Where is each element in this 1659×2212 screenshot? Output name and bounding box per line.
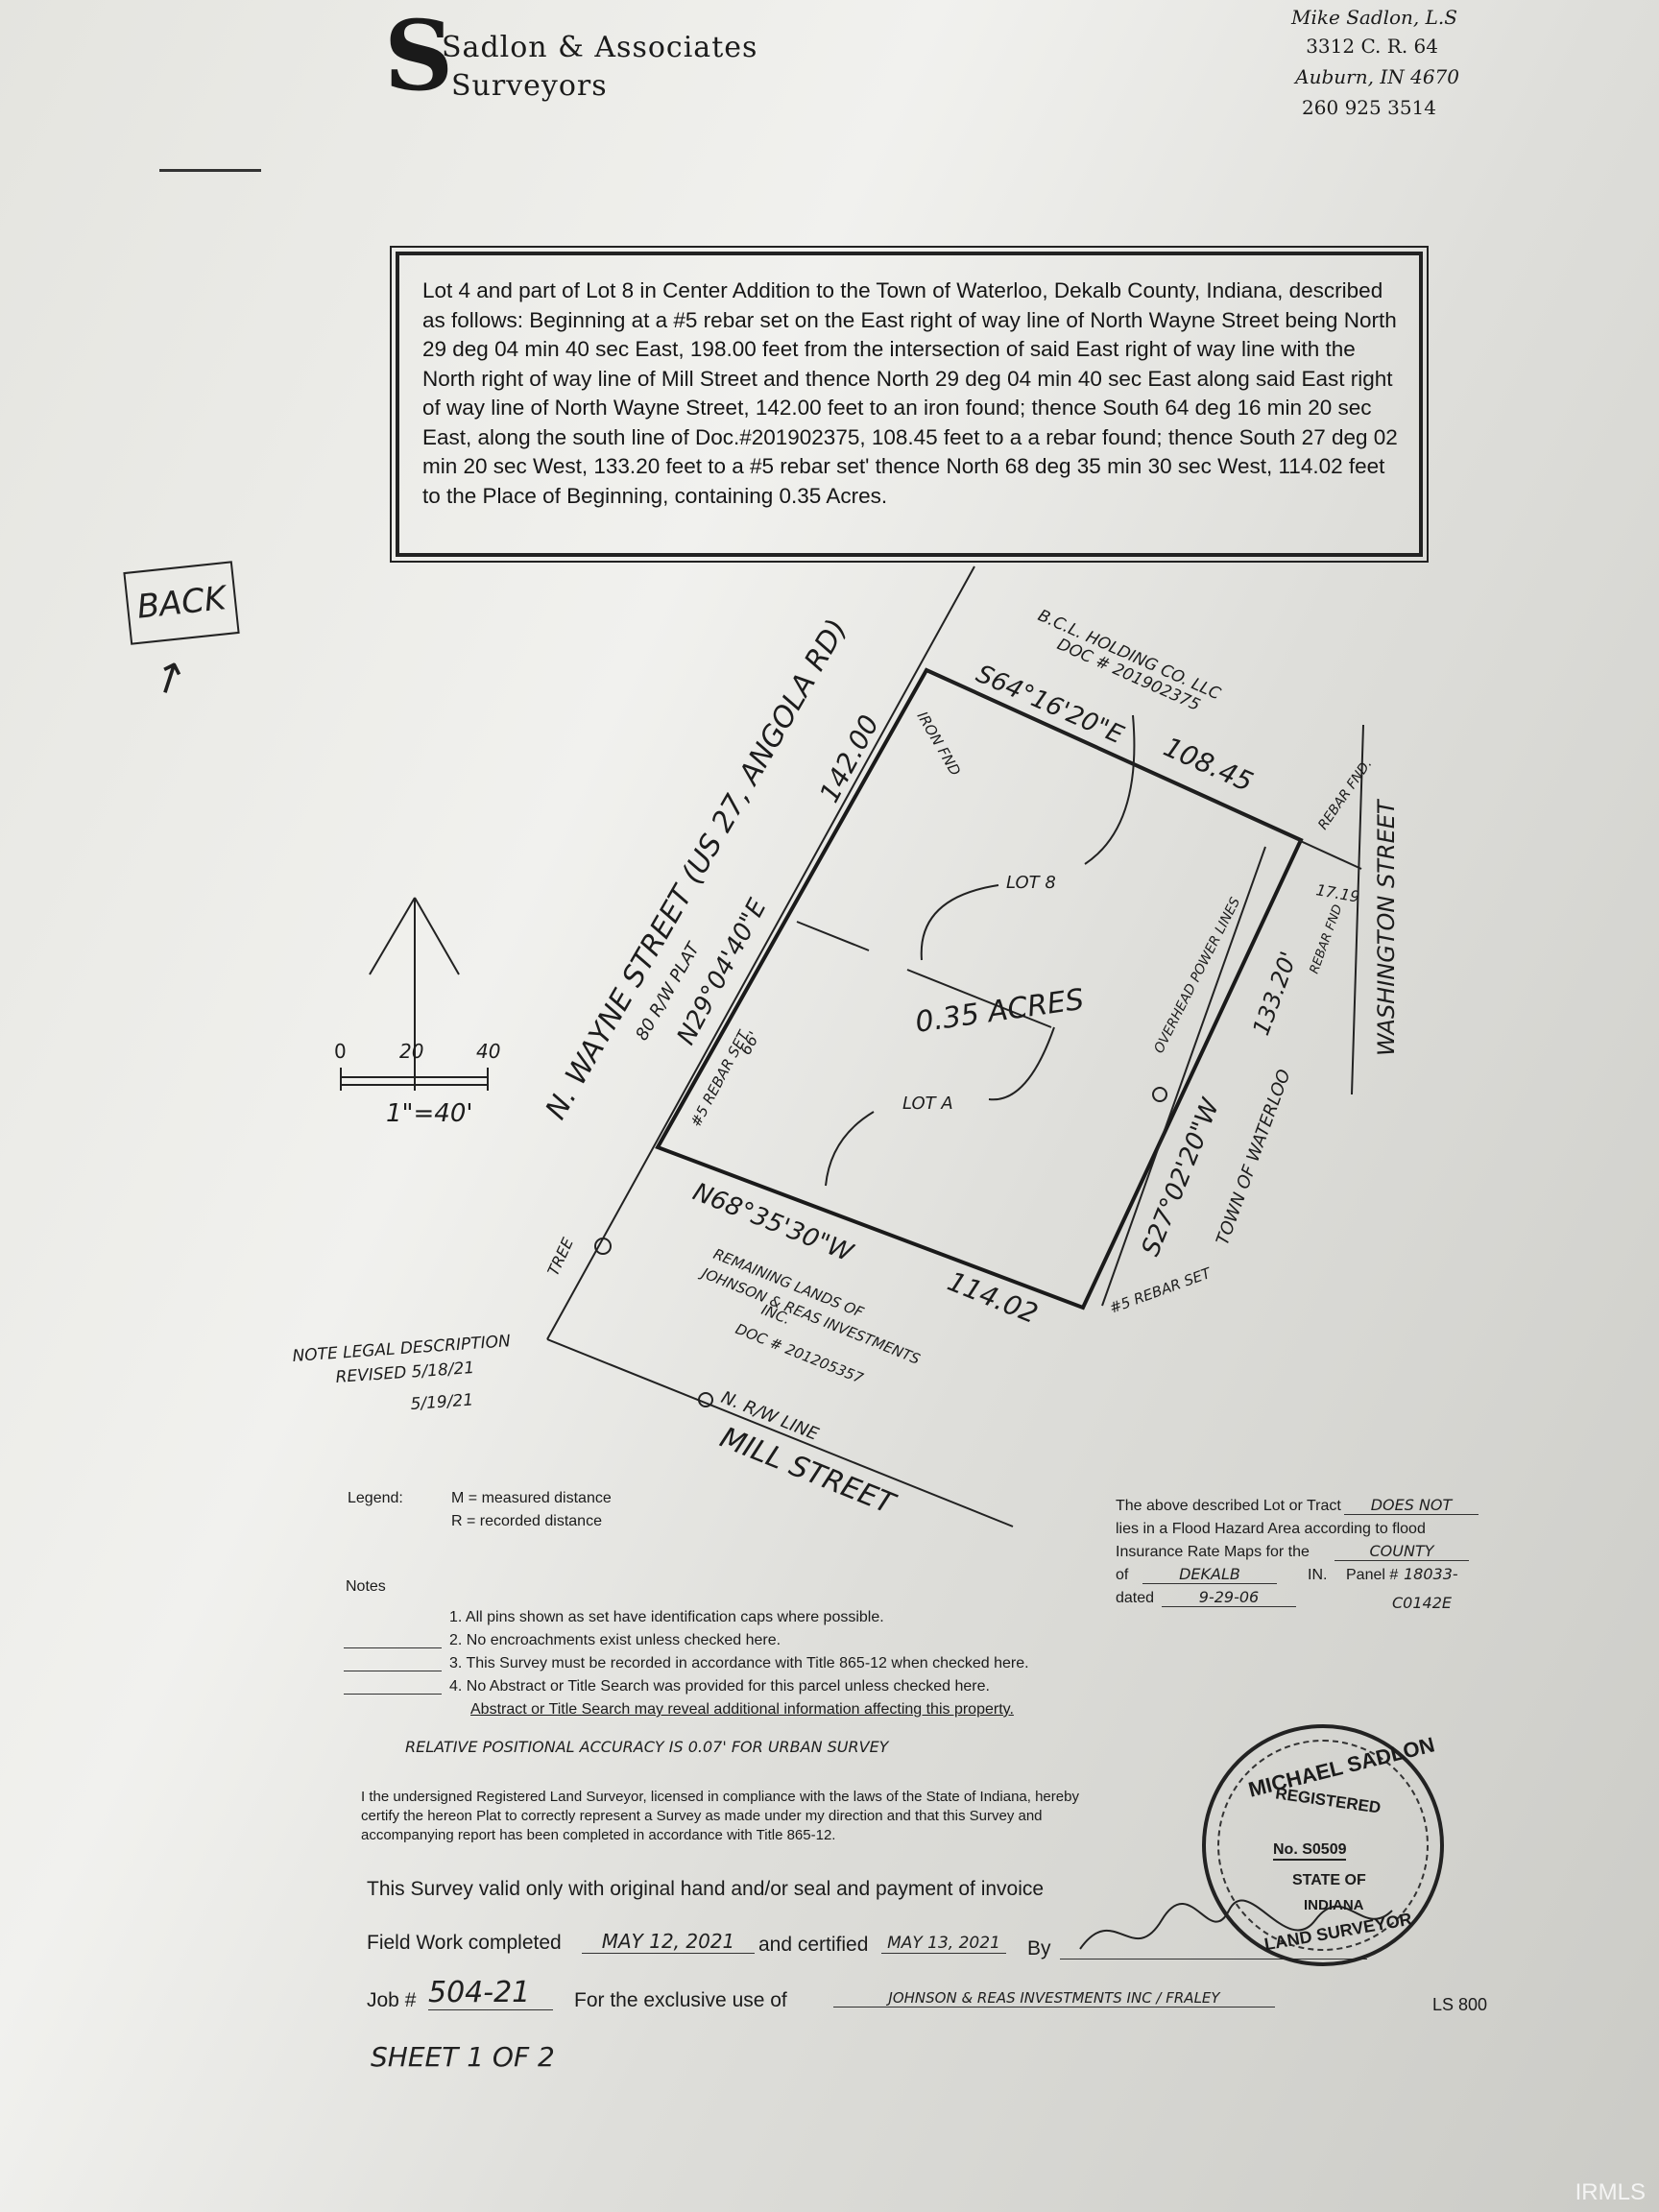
flood-county: DEKALB bbox=[1142, 1565, 1277, 1584]
flood-line-3: Insurance Rate Maps for the bbox=[1116, 1544, 1310, 1560]
firm-street: 3312 C. R. 64 bbox=[1306, 35, 1438, 58]
scale-bar bbox=[340, 1068, 489, 1091]
note-3: 3. This Survey must be recorded in accor… bbox=[449, 1655, 1029, 1671]
note-1: 1. All pins shown as set have identifica… bbox=[449, 1609, 884, 1625]
area-label: 0.35 ACRES bbox=[913, 983, 1086, 1040]
firm-city: Auburn, IN 4670 bbox=[1295, 65, 1459, 88]
surveyor-seal: MICHAEL SADLON REGISTERED No. S0509 STAT… bbox=[1202, 1724, 1444, 1966]
certified-label: and certified bbox=[758, 1934, 869, 1956]
job-number: 504-21 bbox=[428, 1976, 553, 2010]
flood-panel-suffix: C0142E bbox=[1392, 1594, 1452, 1612]
rebar-found-2: REBAR FND bbox=[1308, 902, 1346, 975]
notes-title: Notes bbox=[346, 1578, 386, 1595]
legal-description: Lot 4 and part of Lot 8 in Center Additi… bbox=[422, 278, 1398, 508]
distance-north: 108.45 bbox=[1159, 731, 1258, 798]
rebar-set-east: #5 REBAR SET bbox=[1107, 1263, 1214, 1316]
scale-tick-20: 20 bbox=[399, 1040, 423, 1063]
lot-divider-2 bbox=[906, 969, 1052, 1028]
mill-marker-icon bbox=[698, 1392, 713, 1407]
by-label: By bbox=[1027, 1937, 1051, 1960]
firm-name-line2: Surveyors bbox=[451, 69, 608, 103]
signature-line bbox=[1060, 1959, 1367, 1960]
pole-icon bbox=[1152, 1087, 1167, 1102]
legal-description-box: Lot 4 and part of Lot 8 in Center Additi… bbox=[390, 246, 1429, 563]
flood-status: DOES NOT bbox=[1344, 1496, 1479, 1515]
flood-line-2: lies in a Flood Hazard Area according to… bbox=[1116, 1521, 1426, 1537]
valid-statement: This Survey valid only with original han… bbox=[367, 1878, 1045, 1900]
flood-panel-label: Panel # bbox=[1346, 1567, 1399, 1583]
bearing-east: S27°02'20"W bbox=[1137, 1094, 1226, 1260]
wayne-street-line bbox=[546, 565, 975, 1340]
field-work-date: MAY 12, 2021 bbox=[582, 1930, 755, 1954]
seal-state: STATE OF bbox=[1292, 1872, 1366, 1888]
legend-recorded: R = recorded distance bbox=[451, 1513, 602, 1529]
flood-of-label: of bbox=[1116, 1567, 1129, 1583]
lot-line-ext bbox=[926, 669, 1362, 870]
lot-8-leader bbox=[920, 884, 999, 961]
note-4: 4. No Abstract or Title Search was provi… bbox=[449, 1678, 990, 1695]
tree-label: TREE bbox=[543, 1235, 577, 1279]
job-label: Job # bbox=[367, 1989, 417, 2011]
lot-a-leader bbox=[825, 1111, 875, 1187]
certified-date: MAY 13, 2021 bbox=[881, 1934, 1006, 1954]
note-2: 2. No encroachments exist unless checked… bbox=[449, 1632, 781, 1648]
scale-tick-40: 40 bbox=[476, 1040, 500, 1063]
firm-logo: S bbox=[384, 0, 454, 112]
lot-8-label: LOT 8 bbox=[1006, 873, 1056, 893]
washington-offset: 17.19 bbox=[1314, 880, 1360, 906]
iron-found: IRON FND bbox=[914, 709, 965, 779]
flood-date: 9-29-06 bbox=[1162, 1588, 1296, 1607]
firm-name: Sadlon & Associates bbox=[442, 31, 758, 64]
lot-divider-1 bbox=[796, 921, 870, 951]
rebar-found: REBAR FND. bbox=[1315, 757, 1375, 832]
scale-tick-0: 0 bbox=[334, 1040, 347, 1063]
seal-indiana: INDIANA bbox=[1304, 1897, 1364, 1913]
power-line bbox=[1101, 846, 1266, 1307]
client-name: JOHNSON & REAS INVESTMENTS INC / FRALEY bbox=[833, 1989, 1275, 2008]
watermark: IRMLS bbox=[1575, 2179, 1646, 2205]
firm-phone: 260 925 3514 bbox=[1302, 96, 1436, 119]
scale-label: 1"=40' bbox=[386, 1099, 473, 1128]
flood-county-type: COUNTY bbox=[1334, 1542, 1469, 1561]
certification: I the undersigned Registered Land Survey… bbox=[361, 1789, 1079, 1843]
ls-number: LS 800 bbox=[1432, 1995, 1488, 2014]
lot-a-label: LOT A bbox=[902, 1094, 953, 1114]
note-2-checkbox[interactable] bbox=[344, 1647, 442, 1648]
flood-line-1: The above described Lot or Tract bbox=[1116, 1498, 1341, 1514]
dash-mark bbox=[159, 169, 261, 172]
legend-title: Legend: bbox=[348, 1490, 403, 1506]
distance-east: 133.20' bbox=[1247, 948, 1302, 1039]
note-4-checkbox[interactable] bbox=[344, 1694, 442, 1695]
flood-panel: 18033- bbox=[1404, 1565, 1458, 1583]
sheet-number: SHEET 1 OF 2 bbox=[371, 2041, 555, 2073]
power-lines-label: OVERHEAD POWER LINES bbox=[1151, 895, 1243, 1056]
revision-note-2: REVISED 5/18/21 bbox=[335, 1358, 475, 1387]
legend-measured: M = measured distance bbox=[451, 1490, 612, 1506]
acres-leader bbox=[988, 1026, 1055, 1101]
accuracy-statement: RELATIVE POSITIONAL ACCURACY IS 0.07' FO… bbox=[405, 1738, 889, 1756]
north-owner-leader bbox=[1084, 714, 1136, 865]
notes-abstract: Abstract or Title Search may reveal addi… bbox=[470, 1701, 1014, 1718]
seal-number: No. S0509 bbox=[1273, 1841, 1347, 1861]
parcel-boundary bbox=[655, 667, 1304, 1310]
flood-in-label: IN. bbox=[1308, 1567, 1328, 1583]
town-label: TOWN OF WATERLOO bbox=[1213, 1067, 1295, 1248]
exclusive-label: For the exclusive use of bbox=[574, 1989, 787, 2011]
surveyor-name: Mike Sadlon, L.S bbox=[1291, 6, 1457, 29]
revision-note-1: NOTE LEGAL DESCRIPTION bbox=[292, 1332, 512, 1366]
north-arrow-icon bbox=[369, 897, 460, 1075]
mill-street-line bbox=[546, 1338, 1014, 1527]
tree-icon bbox=[594, 1238, 612, 1255]
flood-dated-label: dated bbox=[1116, 1590, 1155, 1606]
field-work-label: Field Work completed bbox=[367, 1932, 562, 1954]
revision-note-3: 5/19/21 bbox=[410, 1390, 474, 1414]
washington-street-label: WASHINGTON STREET bbox=[1373, 798, 1400, 1056]
washington-street-line bbox=[1351, 724, 1364, 1095]
